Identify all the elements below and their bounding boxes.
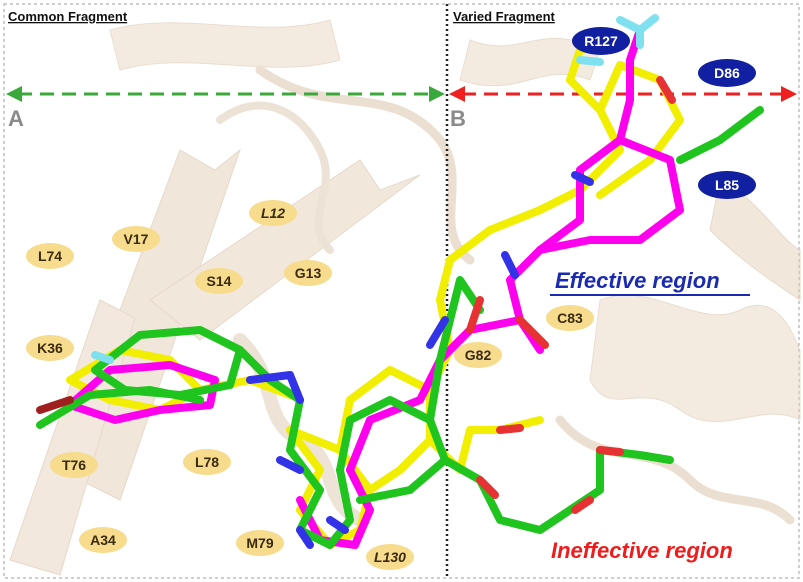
ribbon-helix-right-2 — [709, 179, 801, 301]
residue-oval — [50, 452, 98, 478]
fluorine-left — [91, 351, 114, 364]
header-varied-fragment: Varied Fragment — [453, 9, 556, 24]
residue-oval — [366, 544, 414, 570]
oxygen-methoxy — [496, 424, 524, 434]
residue-oval — [79, 527, 127, 553]
common-residue-g82: G82 — [454, 342, 502, 368]
residue-label: K36 — [37, 340, 63, 356]
bromine-left — [36, 396, 74, 414]
ribbon-sheet-left-2 — [9, 299, 136, 576]
common-residue-k36: K36 — [26, 335, 74, 361]
heteroatoms — [36, 14, 676, 549]
ribbon-coil-right — [555, 415, 795, 525]
residue-label: M79 — [246, 535, 273, 551]
ribbon-loop-center — [216, 101, 334, 254]
residue-oval — [698, 59, 756, 87]
ribbon-helix-top — [109, 19, 341, 71]
residue-oval — [112, 226, 160, 252]
ligand-overlay — [36, 14, 764, 549]
ineffective-region-label: Ineffective region — [551, 538, 733, 563]
residue-label: L12 — [261, 205, 285, 221]
varied-residue-l85: L85 — [698, 171, 756, 199]
residue-oval — [195, 268, 243, 294]
residue-label: L130 — [374, 549, 406, 565]
common-residue-a34: A34 — [79, 527, 127, 553]
common-residue-l78: L78 — [183, 449, 231, 475]
magenta-core-2 — [346, 326, 474, 474]
green-top — [676, 106, 764, 164]
common-residue-l74: L74 — [26, 243, 74, 269]
varied-residue-d86: D86 — [698, 59, 756, 87]
magenta-top-ring — [536, 136, 684, 254]
nitrogen-core — [276, 456, 349, 549]
residue-label: L74 — [38, 248, 62, 264]
residue-oval — [26, 243, 74, 269]
residue-oval — [546, 305, 594, 331]
arrow-varied-right-head — [781, 86, 797, 102]
residue-label: S14 — [207, 273, 232, 289]
residue-label: A34 — [90, 532, 116, 548]
ligand-green — [36, 106, 764, 549]
ribbon-sheet-top-right — [459, 37, 601, 87]
arrow-varied — [449, 86, 797, 102]
ribbon-helix-right — [589, 294, 801, 423]
common-residue-c83: C83 — [546, 305, 594, 331]
residue-label: L78 — [195, 454, 219, 470]
point-b-label: B — [450, 106, 466, 131]
residue-label: C83 — [557, 310, 583, 326]
protein-ribbon-backdrop — [9, 19, 801, 576]
common-residue-m79: M79 — [236, 530, 284, 556]
residue-oval — [183, 449, 231, 475]
common-residue-l12: L12 — [249, 200, 297, 226]
header-common-fragment: Common Fragment — [8, 9, 128, 24]
green-left-ring-2 — [91, 326, 244, 399]
fluorine-top — [576, 14, 659, 66]
magenta-to-cf3 — [616, 26, 644, 144]
residue-oval — [698, 171, 756, 199]
residue-oval — [236, 530, 284, 556]
nitrogen-top — [571, 171, 594, 186]
arrow-common-left-head — [6, 86, 22, 102]
residue-label: L85 — [715, 177, 739, 193]
arrow-common-right-head — [429, 86, 445, 102]
residue-label: G13 — [295, 265, 322, 281]
residue-oval — [454, 342, 502, 368]
residue-label: R127 — [584, 33, 618, 49]
oxygen-tail — [476, 446, 624, 514]
green-branch-up — [426, 276, 484, 424]
effective-region-label: Effective region — [555, 268, 720, 293]
nitrogen-mid — [426, 316, 449, 349]
common-residue-g13: G13 — [284, 260, 332, 286]
residue-oval — [572, 27, 630, 55]
oxygen-chain — [466, 296, 484, 334]
residue-label: T76 — [62, 457, 86, 473]
common-residue-l130: L130 — [366, 544, 414, 570]
common-residue-t76: T76 — [50, 452, 98, 478]
residue-oval — [284, 260, 332, 286]
nitrogen-amide — [501, 251, 519, 279]
arrow-common — [6, 86, 445, 102]
common-residue-s14: S14 — [195, 268, 243, 294]
residue-label: D86 — [714, 65, 740, 81]
magenta-up — [506, 246, 544, 324]
arrow-varied-left-head — [449, 86, 465, 102]
nitrogen-linker — [246, 371, 304, 404]
oxygen-amide — [516, 316, 549, 349]
varied-residue-r127: R127 — [572, 27, 630, 55]
residue-oval — [249, 200, 297, 226]
residue-label: V17 — [124, 231, 149, 247]
green-tail — [441, 446, 674, 534]
residue-label: G82 — [465, 347, 492, 363]
common-residue-v17: V17 — [112, 226, 160, 252]
residue-oval — [26, 335, 74, 361]
point-a-label: A — [8, 106, 24, 131]
oxygen-top — [656, 76, 676, 104]
